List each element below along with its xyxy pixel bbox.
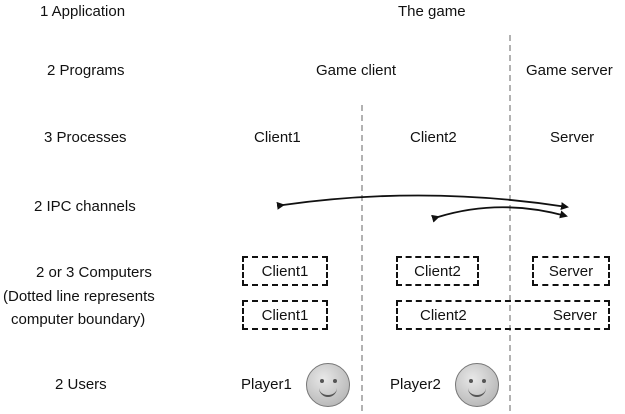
row-label-processes: 3 Processes	[44, 129, 127, 146]
computer-client2-box: Client2	[396, 256, 479, 286]
program-game-server: Game server	[526, 62, 613, 79]
process-client1: Client1	[254, 129, 301, 146]
row-label-programs: 2 Programs	[47, 62, 125, 79]
computer-server-label: Server	[548, 262, 594, 280]
row-label-computers-note-1: (Dotted line represents	[3, 288, 155, 305]
computer-shared-client2-server-box: Client2 Server	[396, 300, 610, 330]
computer-server-box: Server	[532, 256, 610, 286]
row-label-users: 2 Users	[55, 376, 107, 393]
row-label-application: 1 Application	[40, 3, 126, 20]
program-game-client: Game client	[316, 62, 397, 79]
process-server: Server	[550, 129, 595, 146]
computer-client1-alt-label: Client1	[261, 306, 309, 324]
player2-smiley-face-icon	[455, 363, 499, 407]
row-label-ipc: 2 IPC channels	[34, 198, 136, 215]
computer-shared-server-label: Server	[552, 306, 597, 324]
player1-smiley-face-icon	[306, 363, 350, 407]
process-client2: Client2	[410, 129, 457, 146]
computer-client1-label: Client1	[261, 262, 309, 280]
user-player2: Player2	[390, 376, 441, 393]
application-name: The game	[398, 3, 466, 20]
user-player1: Player1	[241, 376, 292, 393]
computer-client2-label: Client2	[414, 262, 461, 280]
ipc-arrow-client1-server	[276, 194, 569, 211]
computer-shared-client2-label: Client2	[420, 306, 467, 324]
computer-client1-box-alt: Client1	[242, 300, 328, 330]
computer-client1-box: Client1	[242, 256, 328, 286]
row-label-computers-note-2: computer boundary)	[11, 311, 146, 328]
row-label-computers: 2 or 3 Computers	[36, 264, 152, 281]
ipc-arrow-client2-server	[431, 206, 568, 223]
